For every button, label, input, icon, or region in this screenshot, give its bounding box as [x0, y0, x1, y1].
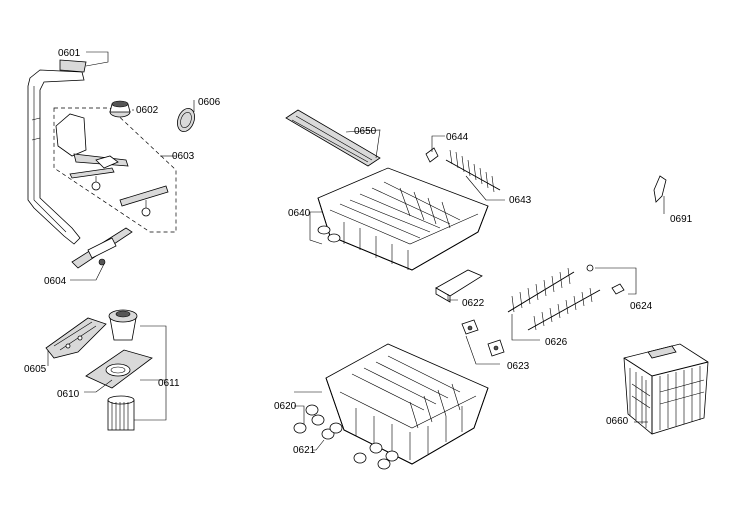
label-0622: 0622: [462, 298, 485, 309]
label-0626: 0626: [545, 337, 568, 348]
leader-lines: [47, 51, 665, 451]
label-0623: 0623: [507, 361, 530, 372]
lower-spray-arm-0604: [71, 227, 133, 269]
small-part-0624: [586, 264, 625, 295]
label-0640: 0640: [288, 208, 311, 219]
label-0605: 0605: [24, 364, 47, 375]
upper-rack-rail-0650: [285, 109, 381, 167]
clip-0644: [425, 147, 439, 163]
label-0624: 0624: [630, 301, 653, 312]
roller-parts-0623: [461, 319, 505, 357]
label-0602: 0602: [136, 105, 159, 116]
label-0611: 0611: [158, 378, 180, 389]
label-0650: 0650: [354, 126, 377, 137]
upper-basket-0640: [317, 167, 489, 271]
wheels-0621: [321, 422, 399, 470]
hook-0691: [653, 175, 667, 203]
label-0691: 0691: [670, 214, 693, 225]
label-0660: 0660: [606, 416, 629, 427]
wheels-0620: [293, 404, 325, 434]
label-0644: 0644: [446, 132, 469, 143]
label-0601: 0601: [58, 48, 81, 59]
label-0606: 0606: [198, 97, 221, 108]
lower-basket: [325, 343, 489, 465]
flat-filter-0610: [85, 349, 153, 389]
label-0621: 0621: [293, 445, 316, 456]
tine-row-0643: [445, 149, 501, 193]
sump-cover-0605: [45, 317, 107, 359]
label-0643: 0643: [509, 195, 532, 206]
part-labels: 0601 0602 0606 0603 0604 0650 0644 0643 …: [24, 48, 693, 456]
label-0610: 0610: [57, 389, 80, 400]
label-0603: 0603: [172, 151, 195, 162]
cup-shelf-0622: [435, 269, 483, 303]
cutlery-basket-0660: [623, 343, 709, 435]
upper-spray-assembly-0603: [53, 107, 177, 233]
label-0620: 0620: [274, 401, 297, 412]
folding-tines-0626: [507, 267, 601, 331]
filter-disc-0606: [177, 107, 195, 133]
micro-filter-0611: [107, 309, 138, 431]
nut-0602: [109, 100, 131, 118]
label-0604: 0604: [44, 276, 67, 287]
supply-pipe-0601: [27, 59, 87, 245]
